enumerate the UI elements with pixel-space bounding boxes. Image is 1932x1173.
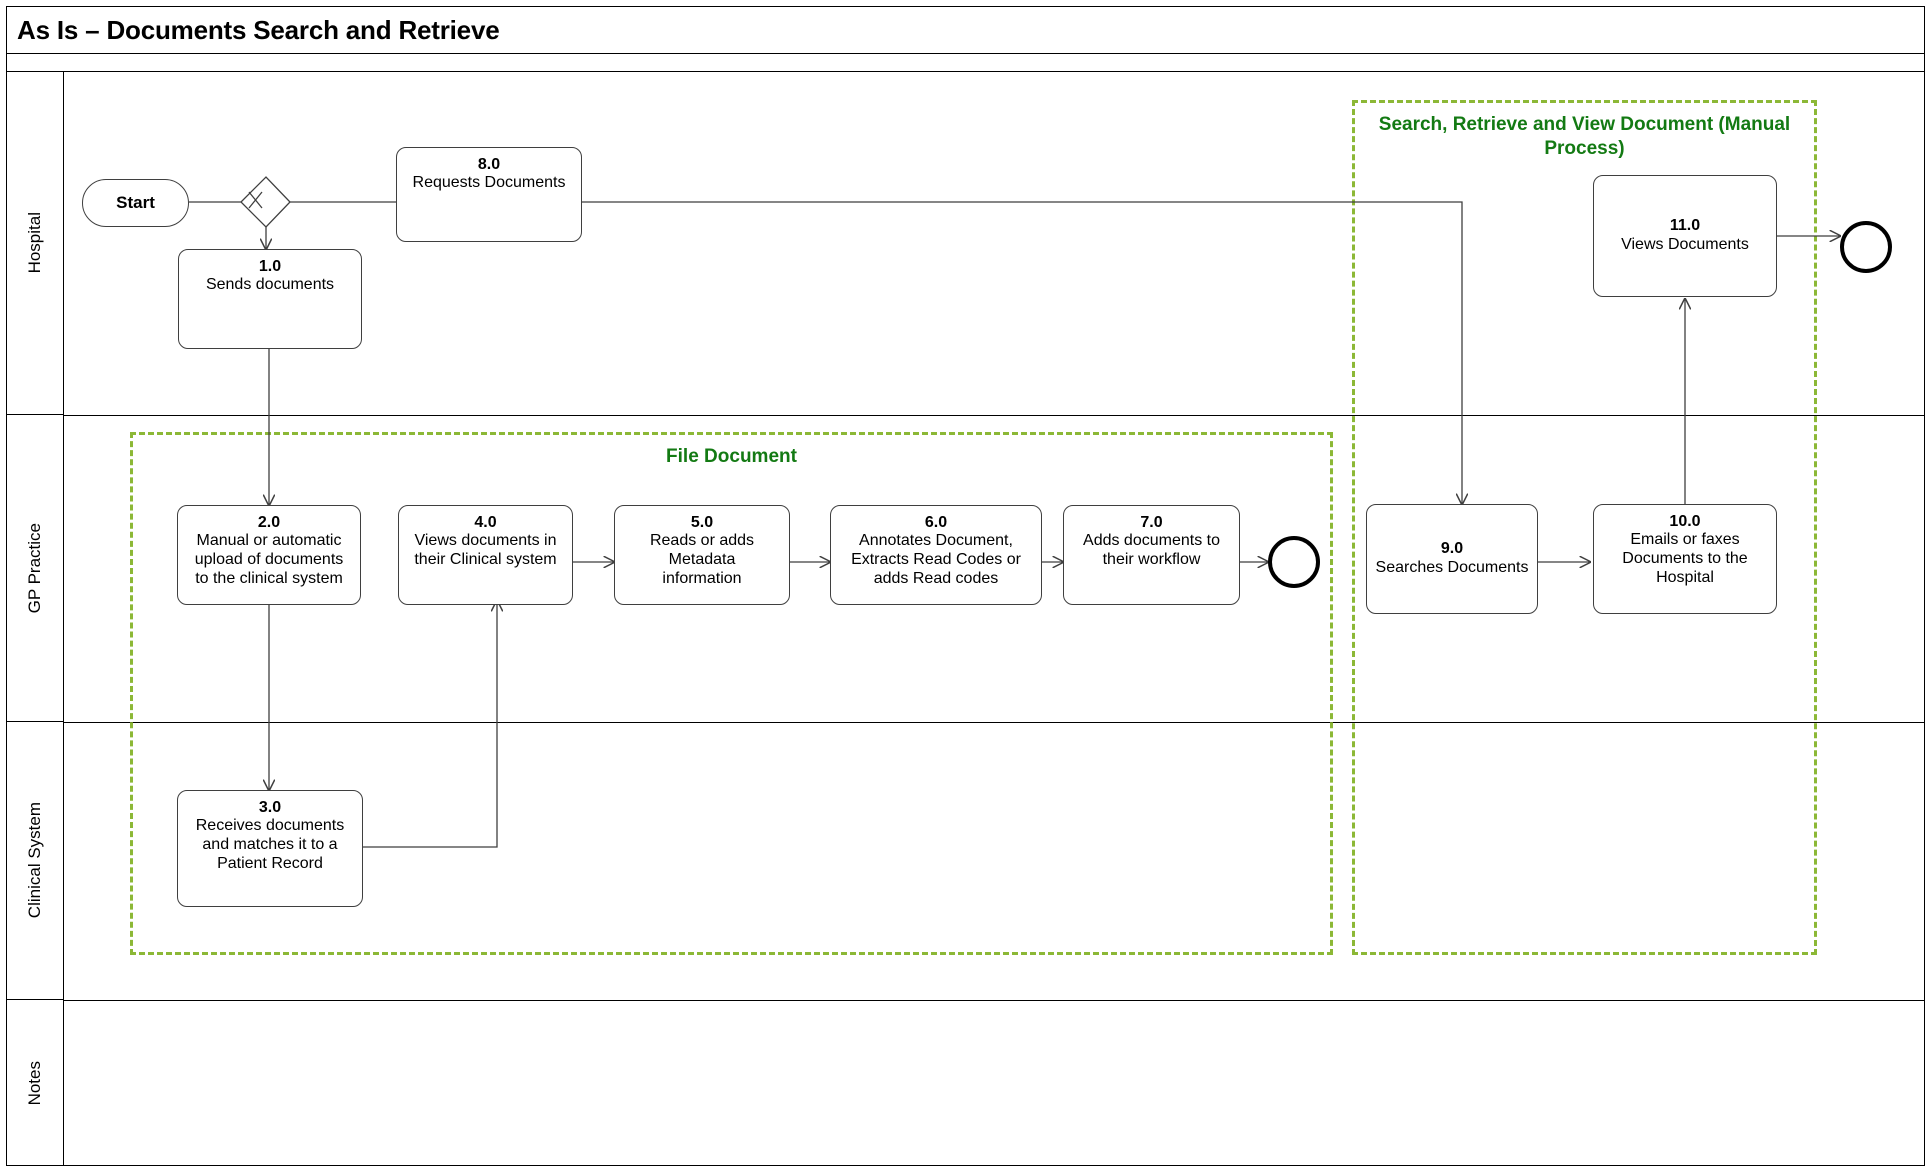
- end-event-hospital[interactable]: [1840, 221, 1892, 273]
- title-spacer-band: [7, 54, 1924, 72]
- task-7-number: 7.0: [1140, 514, 1163, 531]
- task-7-label: Adds documents to their workflow: [1083, 532, 1220, 569]
- task-11-label: Views Documents: [1621, 235, 1749, 253]
- task-2-number: 2.0: [257, 514, 281, 531]
- task-9-label: Searches Documents: [1375, 558, 1529, 576]
- start-event[interactable]: Start: [82, 179, 189, 227]
- lane-label-notes: Notes: [25, 1060, 44, 1106]
- task-4-number: 4.0: [474, 514, 497, 531]
- group-title-file-document: File Document: [666, 446, 797, 467]
- task-10-number: 10.0: [1669, 513, 1701, 530]
- task-5-label: Reads or adds Metadata information: [649, 532, 755, 588]
- group-title-search-retrieve: Search, Retrieve and View Document (Manu…: [1378, 114, 1791, 159]
- task-8-requests-documents[interactable]: 8.0 Requests Documents: [396, 147, 582, 242]
- task-10-emails-faxes-documents[interactable]: 10.0 Emails or faxes Documents to the Ho…: [1593, 504, 1777, 614]
- lane-label-gp-practice: GP Practice: [25, 522, 44, 614]
- lane-header-gp-practice: GP Practice: [7, 415, 63, 722]
- task-8-number: 8.0: [477, 156, 501, 173]
- task-2-upload-documents[interactable]: 2.0 Manual or automatic upload of docume…: [177, 505, 361, 605]
- task-4-label: Views documents in their Clinical system: [414, 532, 557, 569]
- task-3-label: Receives documents and matches it to a P…: [195, 817, 345, 873]
- task-5-number: 5.0: [690, 514, 714, 531]
- task-6-annotates-document[interactable]: 6.0 Annotates Document, Extracts Read Co…: [830, 505, 1042, 605]
- task-6-label: Annotates Document, Extracts Read Codes …: [851, 532, 1021, 588]
- title-bar: As Is – Documents Search and Retrieve: [7, 7, 1924, 54]
- task-9-searches-documents[interactable]: 9.0 Searches Documents: [1366, 504, 1538, 614]
- group-search-retrieve: Search, Retrieve and View Document (Manu…: [1352, 100, 1817, 955]
- lane-label-clinical-system: Clinical System: [25, 802, 44, 919]
- task-10-label: Emails or faxes Documents to the Hospita…: [1622, 531, 1748, 587]
- end-event-gp-practice[interactable]: [1268, 536, 1320, 588]
- task-11-views-documents[interactable]: 11.0 Views Documents: [1593, 175, 1777, 297]
- diagram-frame: [6, 6, 1925, 1166]
- task-6-number: 6.0: [924, 514, 948, 531]
- task-3-receives-documents[interactable]: 3.0 Receives documents and matches it to…: [177, 790, 363, 907]
- task-1-number: 1.0: [258, 258, 282, 275]
- lane-separator-clinical-notes: [64, 1000, 1924, 1001]
- task-4-views-documents-clinical[interactable]: 4.0 Views documents in their Clinical sy…: [398, 505, 573, 605]
- task-9-number: 9.0: [1440, 540, 1464, 558]
- lane-header-column: Hospital GP Practice Clinical System Not…: [7, 72, 64, 1166]
- task-11-number: 11.0: [1669, 217, 1701, 235]
- page-title: As Is – Documents Search and Retrieve: [17, 14, 500, 45]
- task-7-adds-documents-workflow[interactable]: 7.0 Adds documents to their workflow: [1063, 505, 1240, 605]
- lane-header-notes: Notes: [7, 1000, 63, 1166]
- lane-separator-gp-clinical: [64, 722, 1924, 723]
- task-1-sends-documents[interactable]: 1.0 Sends documents: [178, 249, 362, 349]
- lane-header-hospital: Hospital: [7, 72, 63, 415]
- task-5-reads-adds-metadata[interactable]: 5.0 Reads or adds Metadata information: [614, 505, 790, 605]
- task-2-label: Manual or automatic upload of documents …: [194, 532, 344, 588]
- task-8-label: Requests Documents: [412, 174, 566, 192]
- task-3-number: 3.0: [258, 799, 282, 816]
- task-1-label: Sends documents: [205, 276, 335, 294]
- lane-header-clinical-system: Clinical System: [7, 722, 63, 1000]
- lane-label-hospital: Hospital: [25, 212, 44, 274]
- start-event-label: Start: [116, 193, 155, 212]
